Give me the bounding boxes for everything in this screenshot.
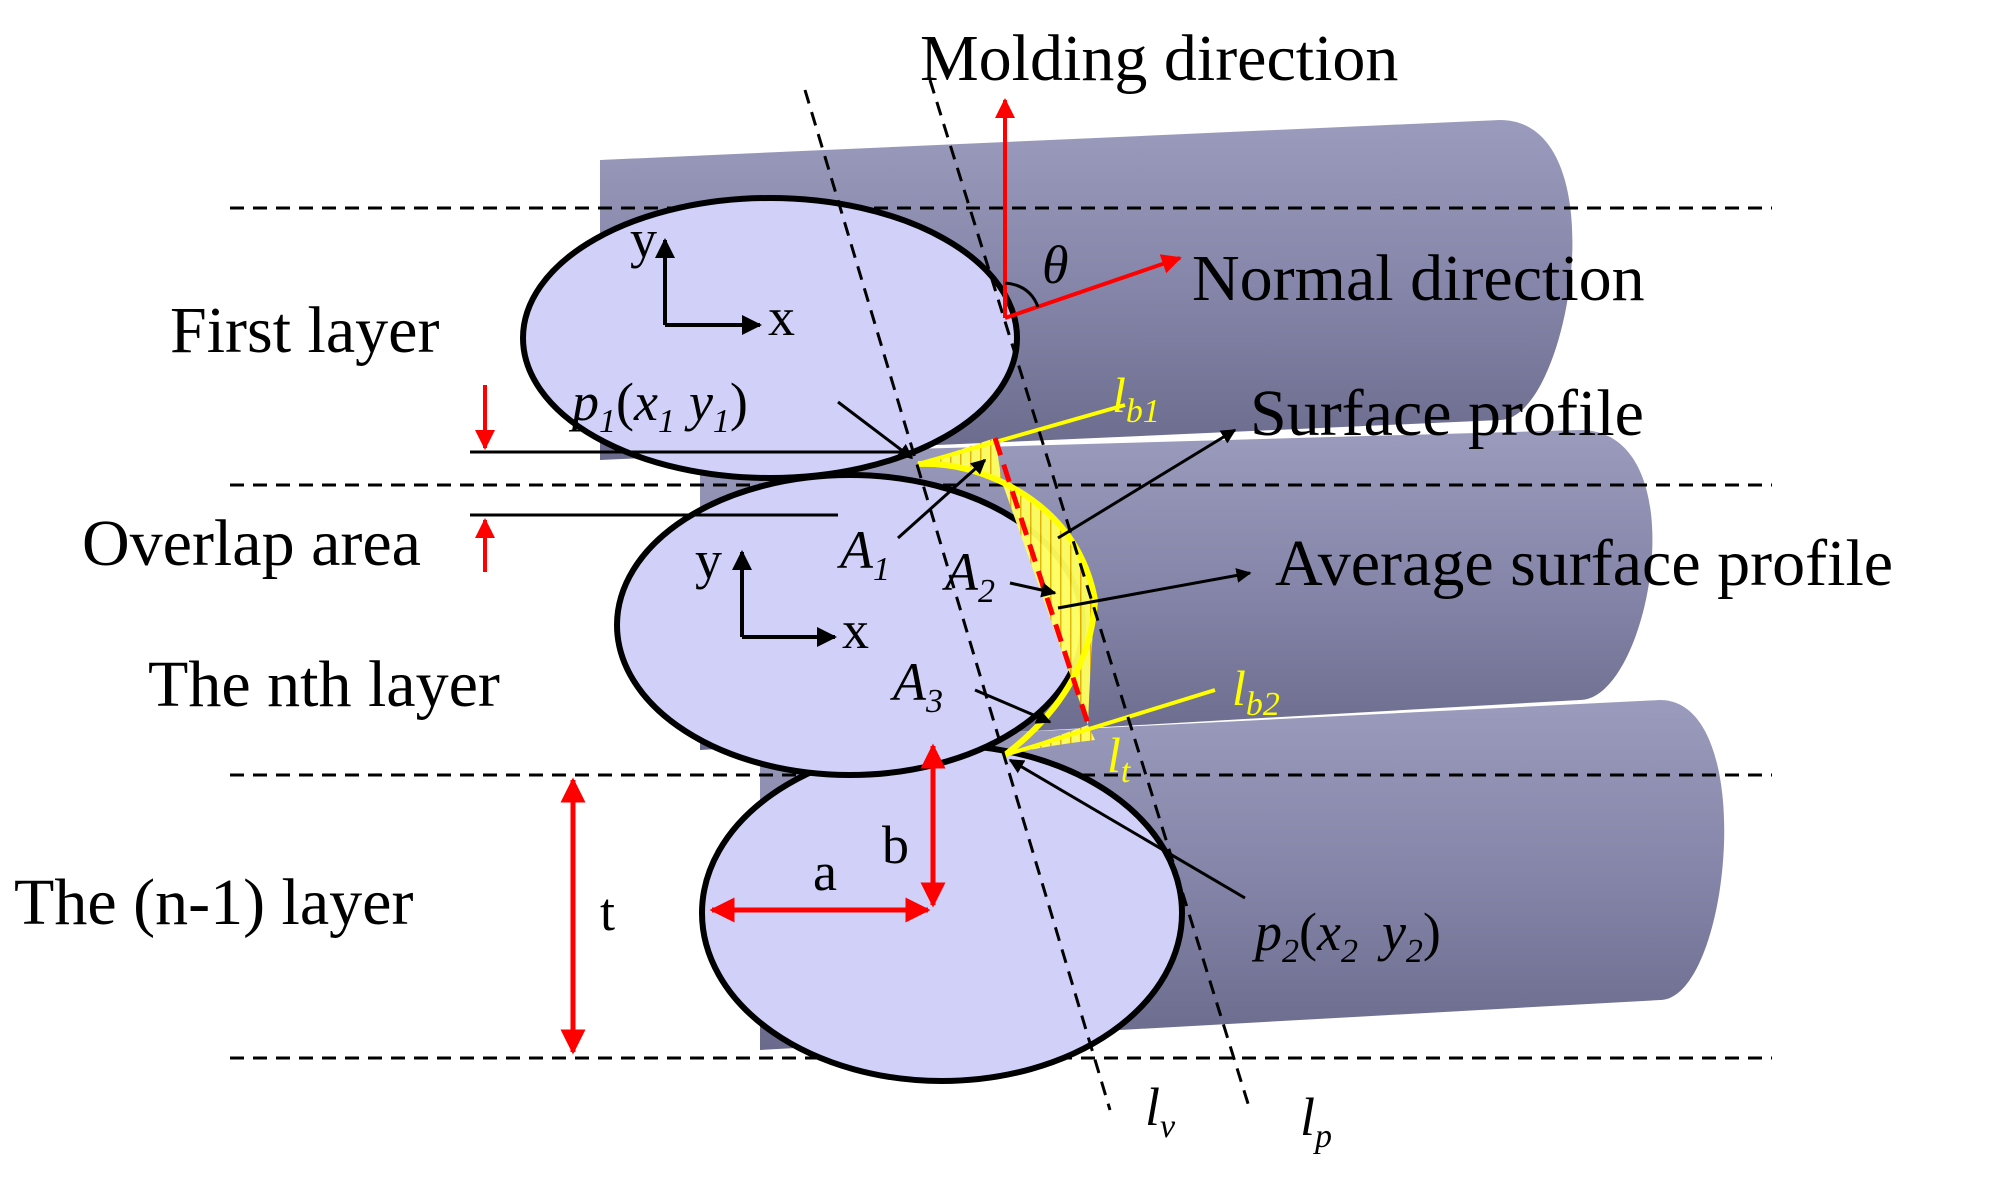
line-lv — [803, 89, 1112, 1111]
area-a2-label: A2 — [942, 542, 995, 610]
pointer-average-surface-profile — [1057, 568, 1252, 610]
vertical-dashed-lines — [803, 79, 1252, 1111]
pointer-a1 — [896, 458, 987, 540]
axis-y-nth: y — [695, 530, 722, 590]
line-lv-label: lv — [1145, 1077, 1176, 1145]
line-lb1-label: lb1 — [1112, 367, 1160, 430]
nth-layer-label: The nth layer — [148, 648, 500, 721]
line-lp — [928, 79, 1252, 1111]
tangent-line-lb1 — [917, 403, 1126, 466]
line-lp-label: lp — [1300, 1087, 1332, 1155]
axes-first-layer — [655, 238, 762, 335]
ellipse-n-minus-1-layer — [699, 742, 1185, 1084]
average-surface-profile-label: Average surface profile — [1275, 527, 1893, 600]
line-lb2-label: lb2 — [1232, 660, 1280, 723]
pointer-arrows — [837, 400, 1252, 900]
axis-x-nth: x — [842, 600, 869, 660]
pointer-p1 — [837, 400, 914, 460]
first-layer-label: First layer — [170, 294, 439, 367]
area-a3-label: A3 — [890, 652, 943, 720]
pointer-a3 — [974, 688, 1052, 724]
axes-nth-layer — [732, 550, 837, 647]
dimension-t-label: t — [600, 882, 615, 942]
direction-arrows — [995, 98, 1182, 320]
normal-direction-arrow — [1004, 254, 1182, 320]
theta-label: θ — [1042, 235, 1069, 295]
molding-direction-label: Molding direction — [920, 22, 1398, 95]
line-lt-label: lt — [1107, 727, 1132, 790]
overlap-area-label: Overlap area — [82, 507, 421, 580]
normal-direction-label: Normal direction — [1192, 242, 1645, 315]
tangent-line-lb2 — [1004, 688, 1216, 757]
axis-x-first: x — [768, 287, 795, 347]
area-a1-label: A1 — [837, 520, 890, 588]
dimension-b-label: b — [882, 815, 909, 875]
pointer-a2 — [1009, 581, 1057, 598]
pointer-p2 — [1008, 758, 1246, 900]
axis-y-first: y — [630, 209, 657, 269]
surface-profile-label: Surface profile — [1250, 377, 1644, 450]
ellipse-first-layer — [520, 195, 1020, 481]
n-minus-1-layer-label: The (n-1) layer — [14, 866, 413, 939]
theta-arc — [1004, 281, 1040, 308]
dimension-arrows — [560, 743, 946, 1055]
overlap-markers — [470, 385, 915, 572]
pointer-surface-profile — [1057, 428, 1237, 540]
dimension-a-label: a — [813, 842, 837, 902]
